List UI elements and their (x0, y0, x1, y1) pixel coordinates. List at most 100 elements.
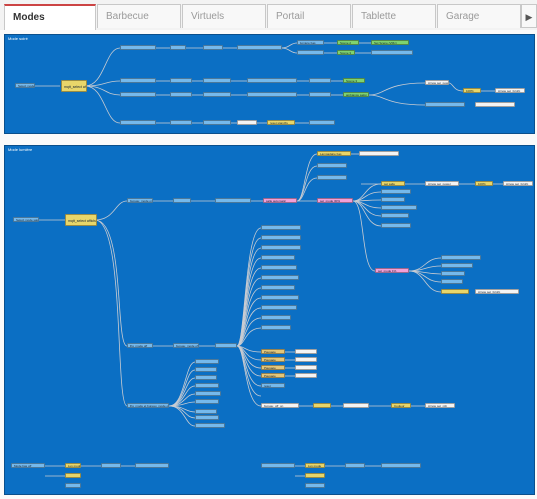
tab-modes[interactable]: Modes (4, 4, 96, 31)
ambiance-node[interactable]: ambiance salon (343, 92, 369, 97)
node-t2[interactable] (170, 45, 186, 50)
node-t19[interactable] (120, 120, 156, 125)
lhs-bureau-node[interactable]: lhs_mode et bureau_mode off (127, 403, 169, 408)
reset-standby-node[interactable]: reset standby (267, 120, 295, 125)
node-d4[interactable] (195, 383, 219, 388)
reset-node[interactable]: reset (261, 383, 285, 388)
node-d9[interactable] (195, 423, 225, 428)
node-e3[interactable] (65, 473, 81, 478)
flow-group-soiree[interactable]: Mode soiré Select mode vidéo mqtt_select… (4, 34, 535, 134)
node-t8[interactable] (170, 78, 192, 83)
node-b9[interactable] (381, 213, 409, 218)
node-t3[interactable] (203, 45, 223, 50)
node-c9[interactable] (261, 305, 297, 310)
set-mode-node[interactable]: set_mode 30% (317, 198, 353, 203)
node-t13[interactable] (170, 92, 192, 97)
mqtt-select-node[interactable]: mqtt_select affichage video (65, 214, 97, 226)
node-b10[interactable] (381, 223, 411, 228)
tab-garage[interactable]: Garage (437, 4, 521, 28)
node-t22[interactable] (237, 120, 257, 125)
lux-mode-b-node[interactable]: Lux mode (305, 463, 325, 468)
lampadaire-bas-node[interactable]: Lampadaire bas (317, 151, 351, 156)
bureau-on-node[interactable]: bureau_mode on (127, 198, 153, 203)
node-b6[interactable] (381, 189, 411, 194)
set-mode-b-node[interactable]: set_mode 1% (375, 268, 409, 273)
node-d1[interactable] (195, 359, 219, 364)
node-t20[interactable] (170, 120, 192, 125)
node-c2[interactable] (261, 235, 301, 240)
node-d3[interactable] (195, 375, 217, 380)
node-c12[interactable] (295, 349, 317, 354)
flow-canvas[interactable]: Mode soiré Select mode vidéo mqtt_select… (0, 30, 537, 499)
p100-b-node[interactable] (313, 403, 331, 408)
flow-group-lumiere[interactable]: Mode lumière (4, 145, 535, 495)
node-b16[interactable] (215, 343, 237, 348)
node-b15[interactable] (441, 289, 469, 294)
node-t21[interactable] (203, 120, 231, 125)
node-d7[interactable] (195, 409, 217, 414)
node-b5[interactable] (317, 175, 347, 180)
tab-portail[interactable]: Portail (267, 4, 351, 28)
node-c14[interactable] (295, 365, 317, 370)
set-scene-node[interactable]: Set Scene (VMx) (371, 40, 409, 45)
node-b13[interactable] (441, 271, 465, 276)
node-t18[interactable] (475, 102, 515, 107)
node-e4[interactable] (65, 483, 81, 488)
tab-tablette[interactable]: Tablette (352, 4, 436, 28)
node-t14[interactable] (203, 92, 231, 97)
node-c15[interactable] (295, 373, 317, 378)
node-d5[interactable] (195, 391, 221, 396)
node-c5[interactable] (261, 265, 297, 270)
pausage-4-node[interactable]: Pausage (261, 373, 285, 378)
node-c8[interactable] (261, 295, 299, 300)
node-c10[interactable] (261, 315, 291, 320)
node-c4[interactable] (261, 255, 295, 260)
node-b4[interactable] (317, 163, 347, 168)
node-t12[interactable] (120, 92, 156, 97)
lhs-mode-node[interactable]: lhs_mode off (127, 343, 153, 348)
p100-node[interactable]: 100% (463, 88, 481, 93)
node-t15[interactable] (247, 92, 297, 97)
node-d8[interactable] (195, 415, 219, 420)
node-e2[interactable] (135, 463, 169, 468)
node-t9[interactable] (203, 78, 231, 83)
pausage-3-node[interactable]: Pausage (261, 365, 285, 370)
arrete-bright-node[interactable]: Arrete set_bright (503, 181, 533, 186)
node-c7[interactable] (261, 285, 295, 290)
arrete-power-node[interactable]: Arrete set_power (425, 80, 449, 85)
node-b12[interactable] (441, 263, 473, 268)
node-d6[interactable] (195, 399, 219, 404)
node-c13[interactable] (295, 357, 317, 362)
node-c16[interactable] (343, 403, 369, 408)
node-b3[interactable] (359, 151, 399, 156)
node-t17[interactable] (425, 102, 465, 107)
bureau-off-node[interactable]: bureau_mode off (173, 343, 199, 348)
node-t1[interactable] (120, 45, 156, 50)
node-t11[interactable] (309, 78, 331, 83)
tab-barbecue[interactable]: Barbecue (97, 4, 181, 28)
node-t7[interactable] (120, 78, 156, 83)
set-bright-node[interactable]: Arrete set_bright (475, 289, 519, 294)
node-c3[interactable] (261, 245, 301, 250)
node-b7[interactable] (381, 197, 405, 202)
node-d2[interactable] (195, 367, 217, 372)
node-f5[interactable] (305, 483, 325, 488)
node-b1[interactable] (173, 198, 191, 203)
switch-salle-node[interactable]: salle automatic (263, 198, 297, 203)
scene3b-node[interactable]: Scene 3 (343, 78, 365, 83)
scene3-node[interactable]: Scene 3 (337, 50, 355, 55)
select-salon-node[interactable]: Select mode salon lumière (13, 217, 39, 222)
mode-bas-node[interactable]: Mode bas off (11, 463, 45, 468)
node-c1[interactable] (261, 225, 301, 230)
node-t16[interactable] (309, 92, 331, 97)
set-rgb-node[interactable]: Arrete set_rgb (425, 403, 455, 408)
pausage-1-node[interactable]: Pausage (261, 349, 285, 354)
mqtt-select-node[interactable]: mqtt_select affichage video (61, 80, 87, 92)
lumiere-bas-node[interactable]: lumiere bas (297, 40, 324, 45)
lux-mode-a-node[interactable]: Lux mode (65, 463, 81, 468)
set-salle-node[interactable]: set salle (381, 181, 405, 186)
select-mode-node[interactable]: Select mode vidéo (15, 83, 35, 88)
node-b11[interactable] (441, 255, 481, 260)
node-f2[interactable] (345, 463, 365, 468)
node-b8[interactable] (381, 205, 417, 210)
